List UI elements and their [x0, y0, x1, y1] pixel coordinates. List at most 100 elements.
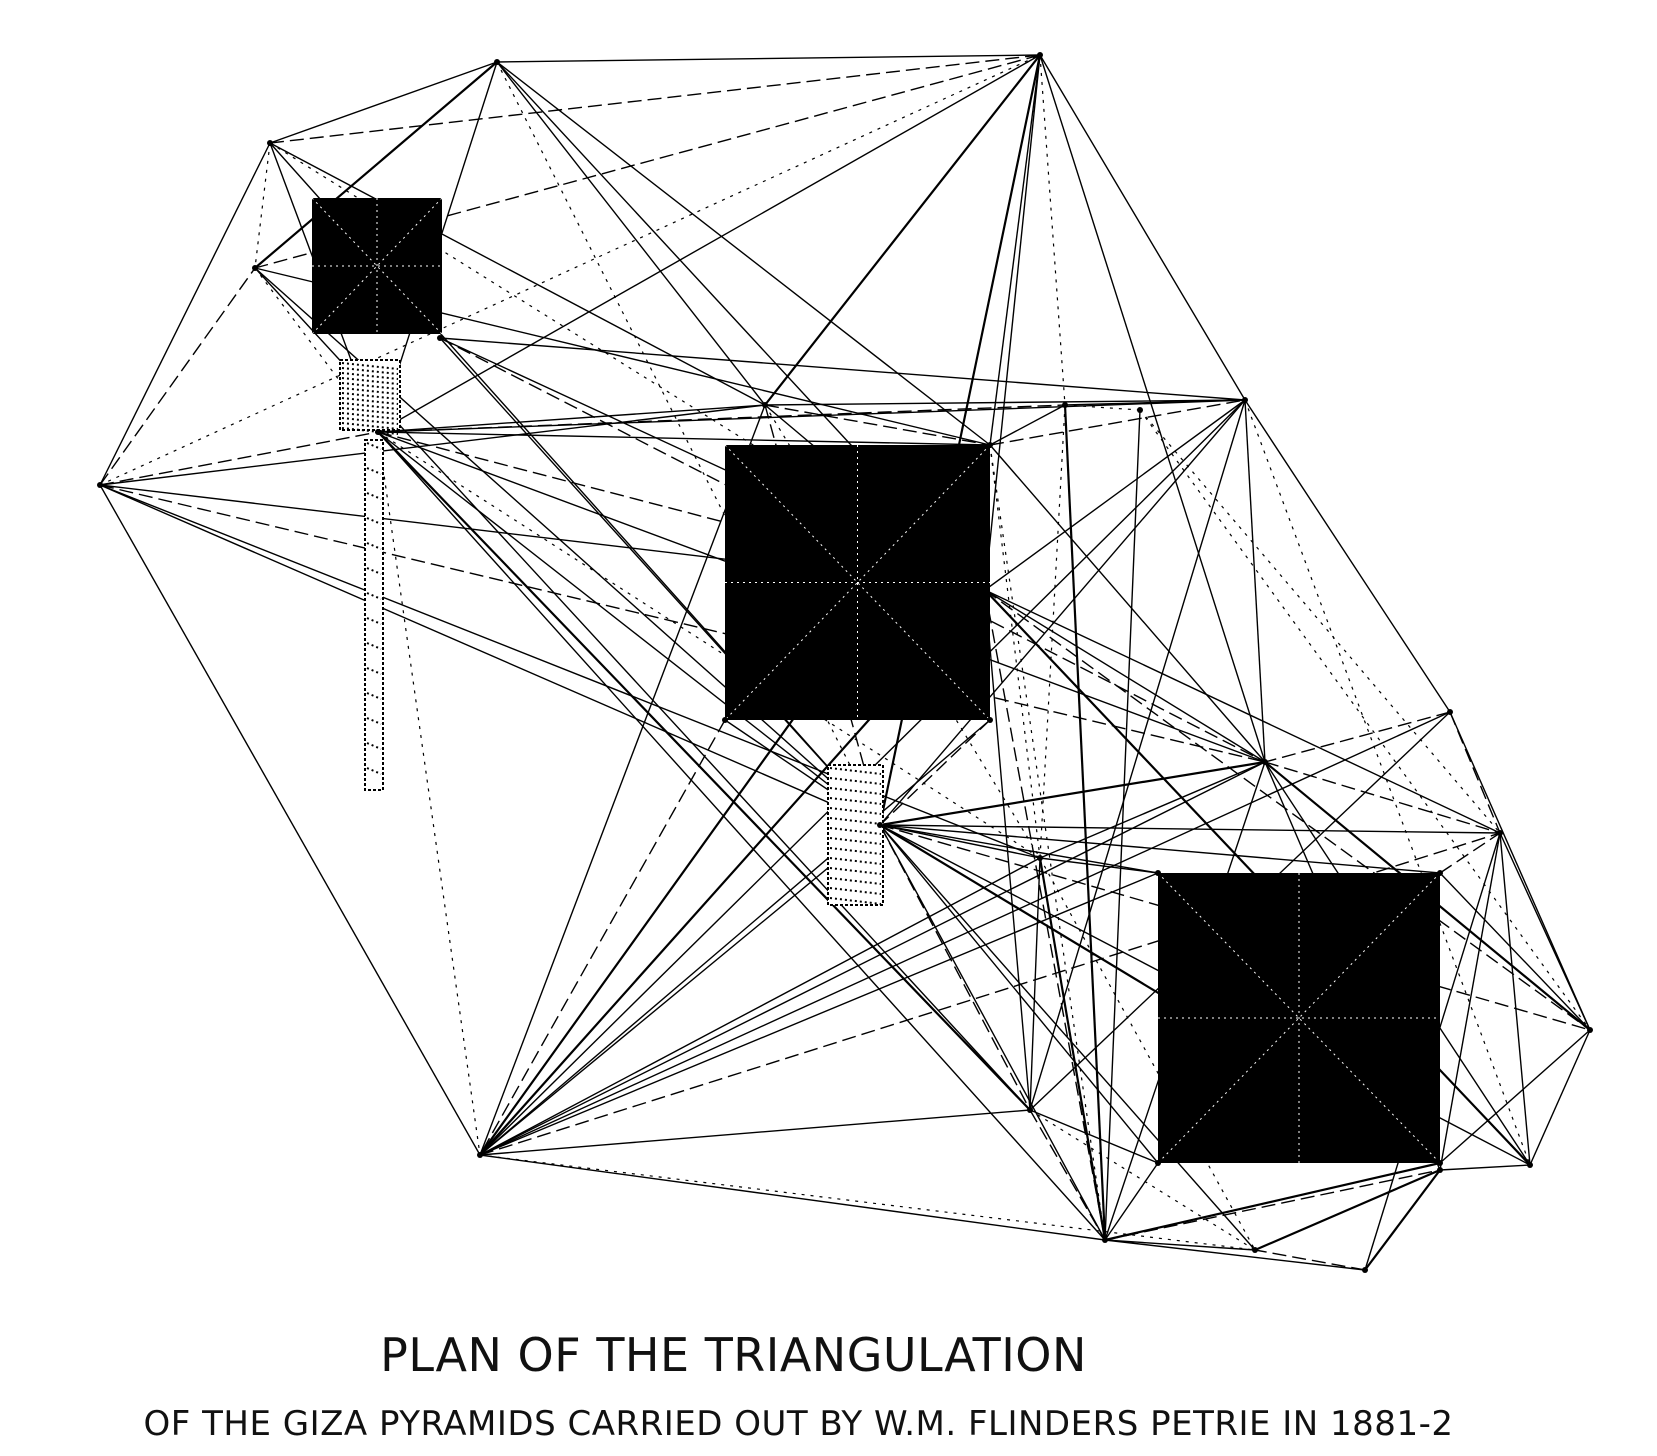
hatch-stroke: [829, 807, 882, 815]
survey-station: [437, 335, 443, 341]
survey-station: [982, 587, 988, 593]
survey-line: [879, 399, 1246, 826]
pyramid-diagonal: [724, 444, 991, 721]
survey-line: [989, 399, 1246, 446]
survey-line: [1029, 1109, 1159, 1164]
survey-station: [722, 717, 728, 723]
survey-line: [269, 61, 498, 144]
survey-station: [1062, 402, 1068, 408]
survey-line: [99, 484, 881, 826]
survey-line: [1104, 1169, 1441, 1241]
survey-line: [1029, 399, 1246, 1111]
pyramid-diagonal: [311, 197, 443, 335]
survey-line: [496, 61, 766, 406]
survey-station: [1527, 1162, 1533, 1168]
survey-line: [1439, 1029, 1591, 1164]
survey-line: [879, 824, 1501, 834]
survey-line: [1039, 54, 1066, 406]
survey-line: [99, 484, 481, 1156]
pyramid-diagonal: [1157, 872, 1441, 1164]
triangulation-plan: [97, 52, 1593, 1273]
survey-line: [1104, 1239, 1256, 1251]
survey-line: [1104, 409, 1141, 1241]
survey-station: [1155, 1160, 1161, 1166]
survey-line: [479, 719, 726, 1156]
survey-line: [1039, 857, 1159, 874]
pyramid-diagonal: [1157, 872, 1441, 1164]
survey-line: [254, 142, 271, 269]
survey-line: [984, 589, 1501, 834]
survey-line: [99, 404, 766, 486]
sphinx-temple-hatching: [827, 764, 884, 906]
survey-station: [877, 822, 883, 828]
hatch-stroke: [829, 817, 882, 825]
survey-line: [439, 337, 1246, 401]
survey-line: [479, 711, 1451, 1156]
survey-station: [375, 429, 381, 435]
survey-line: [1139, 409, 1501, 834]
survey-line: [439, 337, 881, 826]
survey-line: [479, 824, 881, 1156]
survey-station: [1447, 709, 1453, 715]
survey-line: [269, 142, 766, 406]
survey-line: [377, 54, 1041, 433]
survey-line: [879, 760, 1266, 827]
survey-line: [1244, 399, 1451, 713]
survey-line: [879, 824, 1106, 1241]
hatch-stroke: [341, 382, 399, 390]
survey-line: [879, 824, 1256, 1251]
survey-line: [989, 444, 1266, 763]
survey-line: [479, 857, 1041, 1156]
survey-line: [1254, 1168, 1441, 1252]
survey-line: [496, 61, 991, 446]
survey-line: [879, 824, 1159, 1164]
hatch-stroke: [341, 427, 399, 435]
hatch-stroke: [341, 387, 399, 395]
survey-line: [496, 54, 1041, 63]
hatch-stroke: [341, 367, 399, 375]
hatch-stroke: [829, 857, 882, 865]
survey-station: [1437, 870, 1443, 876]
survey-line: [1139, 409, 1591, 1031]
hatch-stroke: [341, 412, 399, 420]
survey-line: [1449, 711, 1591, 1031]
survey-line: [99, 431, 379, 486]
survey-line: [377, 404, 766, 433]
plan-title: PLAN OF THE TRIANGULATION: [380, 1328, 1087, 1382]
survey-station: [987, 717, 993, 723]
survey-line: [1499, 832, 1531, 1166]
survey-station: [1497, 830, 1503, 836]
hatch-stroke: [829, 877, 882, 885]
survey-line: [479, 1109, 1031, 1156]
survey-station: [1437, 1160, 1443, 1166]
survey-line: [1064, 399, 1246, 406]
survey-line: [377, 431, 1106, 1241]
survey-line: [1104, 1161, 1441, 1242]
survey-station: [1587, 1027, 1593, 1033]
survey-station: [1102, 1237, 1108, 1243]
survey-line: [1439, 1164, 1531, 1171]
survey-station: [1262, 759, 1268, 765]
survey-line: [377, 431, 991, 446]
survey-station: [97, 482, 103, 488]
survey-line: [1039, 857, 1256, 1251]
pyramid-diagonals: [311, 197, 1441, 1164]
hatch-stroke: [829, 777, 882, 785]
survey-line: [1439, 832, 1501, 1171]
survey-line: [254, 54, 1041, 269]
survey-line: [764, 54, 1041, 406]
survey-line: [1064, 404, 1141, 411]
hatch-stroke: [829, 897, 882, 905]
survey-line: [479, 1154, 1106, 1241]
survey-line: [254, 61, 498, 269]
survey-line: [1244, 399, 1531, 1166]
survey-line: [984, 589, 1266, 763]
survey-line: [984, 589, 1031, 1111]
hatch-stroke: [829, 887, 882, 895]
survey-line: [1529, 1029, 1591, 1166]
survey-station: [987, 442, 993, 448]
survey-line: [1264, 711, 1451, 763]
survey-station: [1242, 397, 1248, 403]
survey-line: [764, 404, 1041, 859]
survey-line: [479, 872, 1159, 1156]
